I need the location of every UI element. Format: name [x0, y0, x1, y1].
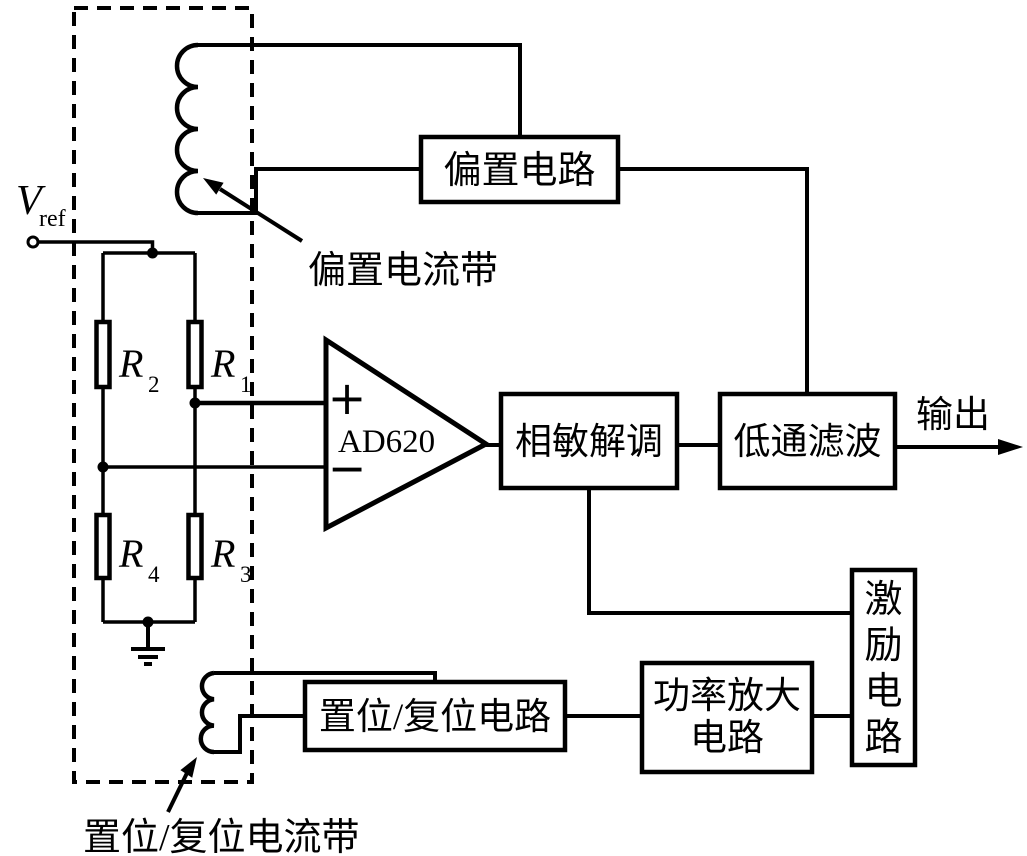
resistor-r4-body — [94, 512, 112, 581]
block-low-pass-filter-label: 低通滤波 — [734, 421, 882, 463]
resistor-r2-body — [94, 319, 112, 390]
opamp-minus-sign: − — [328, 441, 367, 495]
junction-vref-node — [147, 247, 158, 259]
block-excitation-label-char2: 励 — [864, 625, 902, 667]
block-excitation-label-char4: 路 — [864, 717, 902, 759]
resistor-r1-body — [186, 319, 204, 390]
resistor-r2-label-sub: 2 — [148, 372, 160, 397]
block-low-pass-filter — [717, 391, 898, 491]
resistor-r4-label-sub: 4 — [148, 562, 160, 587]
bias-current-strap-coil — [174, 42, 199, 216]
block-excitation-label-char3: 电 — [864, 671, 902, 713]
junction-ground-node — [142, 616, 154, 628]
setreset-strap-arrowhead-icon — [180, 757, 197, 778]
block-excitation-label-char1: 激 — [864, 579, 902, 621]
block-bias-circuit — [418, 134, 621, 205]
junction-minus-node — [97, 461, 109, 473]
resistor-r3-body — [186, 512, 204, 581]
resistor-r2-label: R — [118, 341, 143, 386]
block-power-amp-label-line1: 功率放大 — [653, 675, 801, 717]
bias-strap-arrow-line — [218, 187, 304, 243]
setreset-strap-label: 置位/复位电流带 — [83, 817, 360, 856]
resistor-r1-label: R — [210, 341, 235, 386]
opamp-label: AD620 — [338, 424, 435, 460]
wire-psd-to-excitation — [587, 488, 852, 615]
block-phase-sensitive-demod-label: 相敏解调 — [515, 422, 663, 463]
resistor-r3-label-sub: 3 — [240, 562, 252, 587]
resistor-r1-label-sub: 1 — [240, 372, 252, 397]
setreset-strap-arrow-line — [166, 772, 189, 813]
wire-bias-to-lpf — [618, 167, 809, 394]
opamp-plus-sign: + — [328, 371, 367, 425]
bias-strap-label: 偏置电流带 — [308, 250, 498, 292]
wire-bias-strap-top — [198, 43, 522, 137]
block-set-reset-circuit — [302, 679, 568, 753]
wire-bias-strap-bottom — [198, 167, 421, 215]
block-power-amp-label-line2: 电路 — [690, 718, 764, 759]
bias-strap-arrowhead-icon — [203, 178, 224, 195]
resistor-r4-label: R — [118, 531, 143, 576]
vref-label: V — [16, 178, 46, 224]
block-bias-circuit-label: 偏置电路 — [443, 150, 595, 192]
output-label: 输出 — [916, 394, 990, 436]
setreset-current-strap-coil — [198, 670, 215, 755]
opamp-triangle — [323, 335, 491, 533]
vref-label-sub: ref — [39, 206, 66, 232]
wire-setreset-strap-bottom — [214, 714, 305, 754]
output-arrowhead-icon — [998, 439, 1023, 455]
vref-terminal-icon — [26, 235, 40, 249]
block-power-amp — [639, 660, 815, 775]
block-phase-sensitive-demod — [498, 391, 680, 491]
sensor-dashed-outline — [72, 6, 254, 784]
resistor-r3-label: R — [210, 531, 235, 576]
junction-plus-node — [189, 397, 201, 409]
block-excitation-circuit — [849, 567, 918, 768]
wire-setreset-strap-top — [214, 671, 437, 682]
block-set-reset-circuit-label: 置位/复位电路 — [319, 696, 551, 738]
